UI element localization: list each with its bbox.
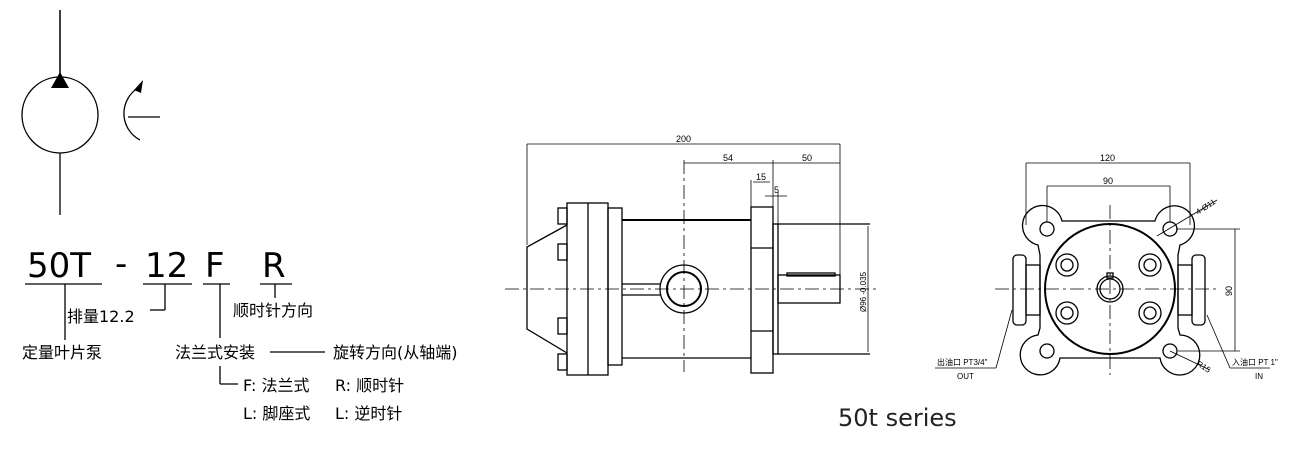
pump-symbol [21, 10, 160, 215]
dim-5: 5 [774, 185, 779, 195]
flow-direction-icon [51, 72, 69, 88]
dim-54: 54 [723, 153, 733, 163]
dim-radius: R15 [1195, 359, 1213, 375]
code-displacement: 12 [145, 246, 188, 286]
displacement-label: 排量12.2 [67, 307, 135, 326]
dim-hole-spacing-v: 90 [1224, 286, 1234, 296]
option-mount-f: F: 法兰式 [243, 376, 309, 395]
option-rot-l: L: 逆时针 [335, 404, 402, 423]
dim-15: 15 [756, 172, 766, 182]
dim-holes: 4-Ø11 [1194, 197, 1218, 217]
option-rot-r: R: 顺时针 [335, 376, 404, 395]
rotation-direction-label: 旋转方向(从轴端) [333, 343, 458, 362]
code-dash: - [115, 244, 127, 284]
option-mount-l: L: 脚座式 [243, 404, 310, 423]
dim-total-length: 200 [676, 134, 691, 144]
side-view-drawing [505, 143, 880, 376]
dim-hole-spacing-h: 90 [1103, 176, 1113, 186]
mounting-label: 法兰式安装 [175, 343, 255, 362]
caption: 50t series [838, 404, 957, 432]
inlet-label: 入油口 PT 1" [1232, 357, 1278, 367]
front-view-drawing [935, 162, 1270, 376]
rotation-label: 顺时针方向 [233, 301, 313, 320]
outlet-en-label: OUT [957, 372, 974, 381]
inlet-en-label: IN [1255, 372, 1263, 381]
dim-50: 50 [802, 153, 812, 163]
rotation-arrow-icon [123, 87, 141, 141]
outlet-label: 出油口 PT3/4" [937, 357, 988, 367]
model-code: 50T - 12 F R [25, 244, 325, 385]
code-series: 50T [27, 246, 91, 286]
code-mounting: F [205, 246, 225, 286]
dim-pilot-diameter: Ø96 -0.035 [859, 271, 868, 312]
code-rotation: R [262, 246, 286, 286]
dim-width: 120 [1100, 153, 1115, 163]
pump-type-label: 定量叶片泵 [22, 343, 102, 362]
